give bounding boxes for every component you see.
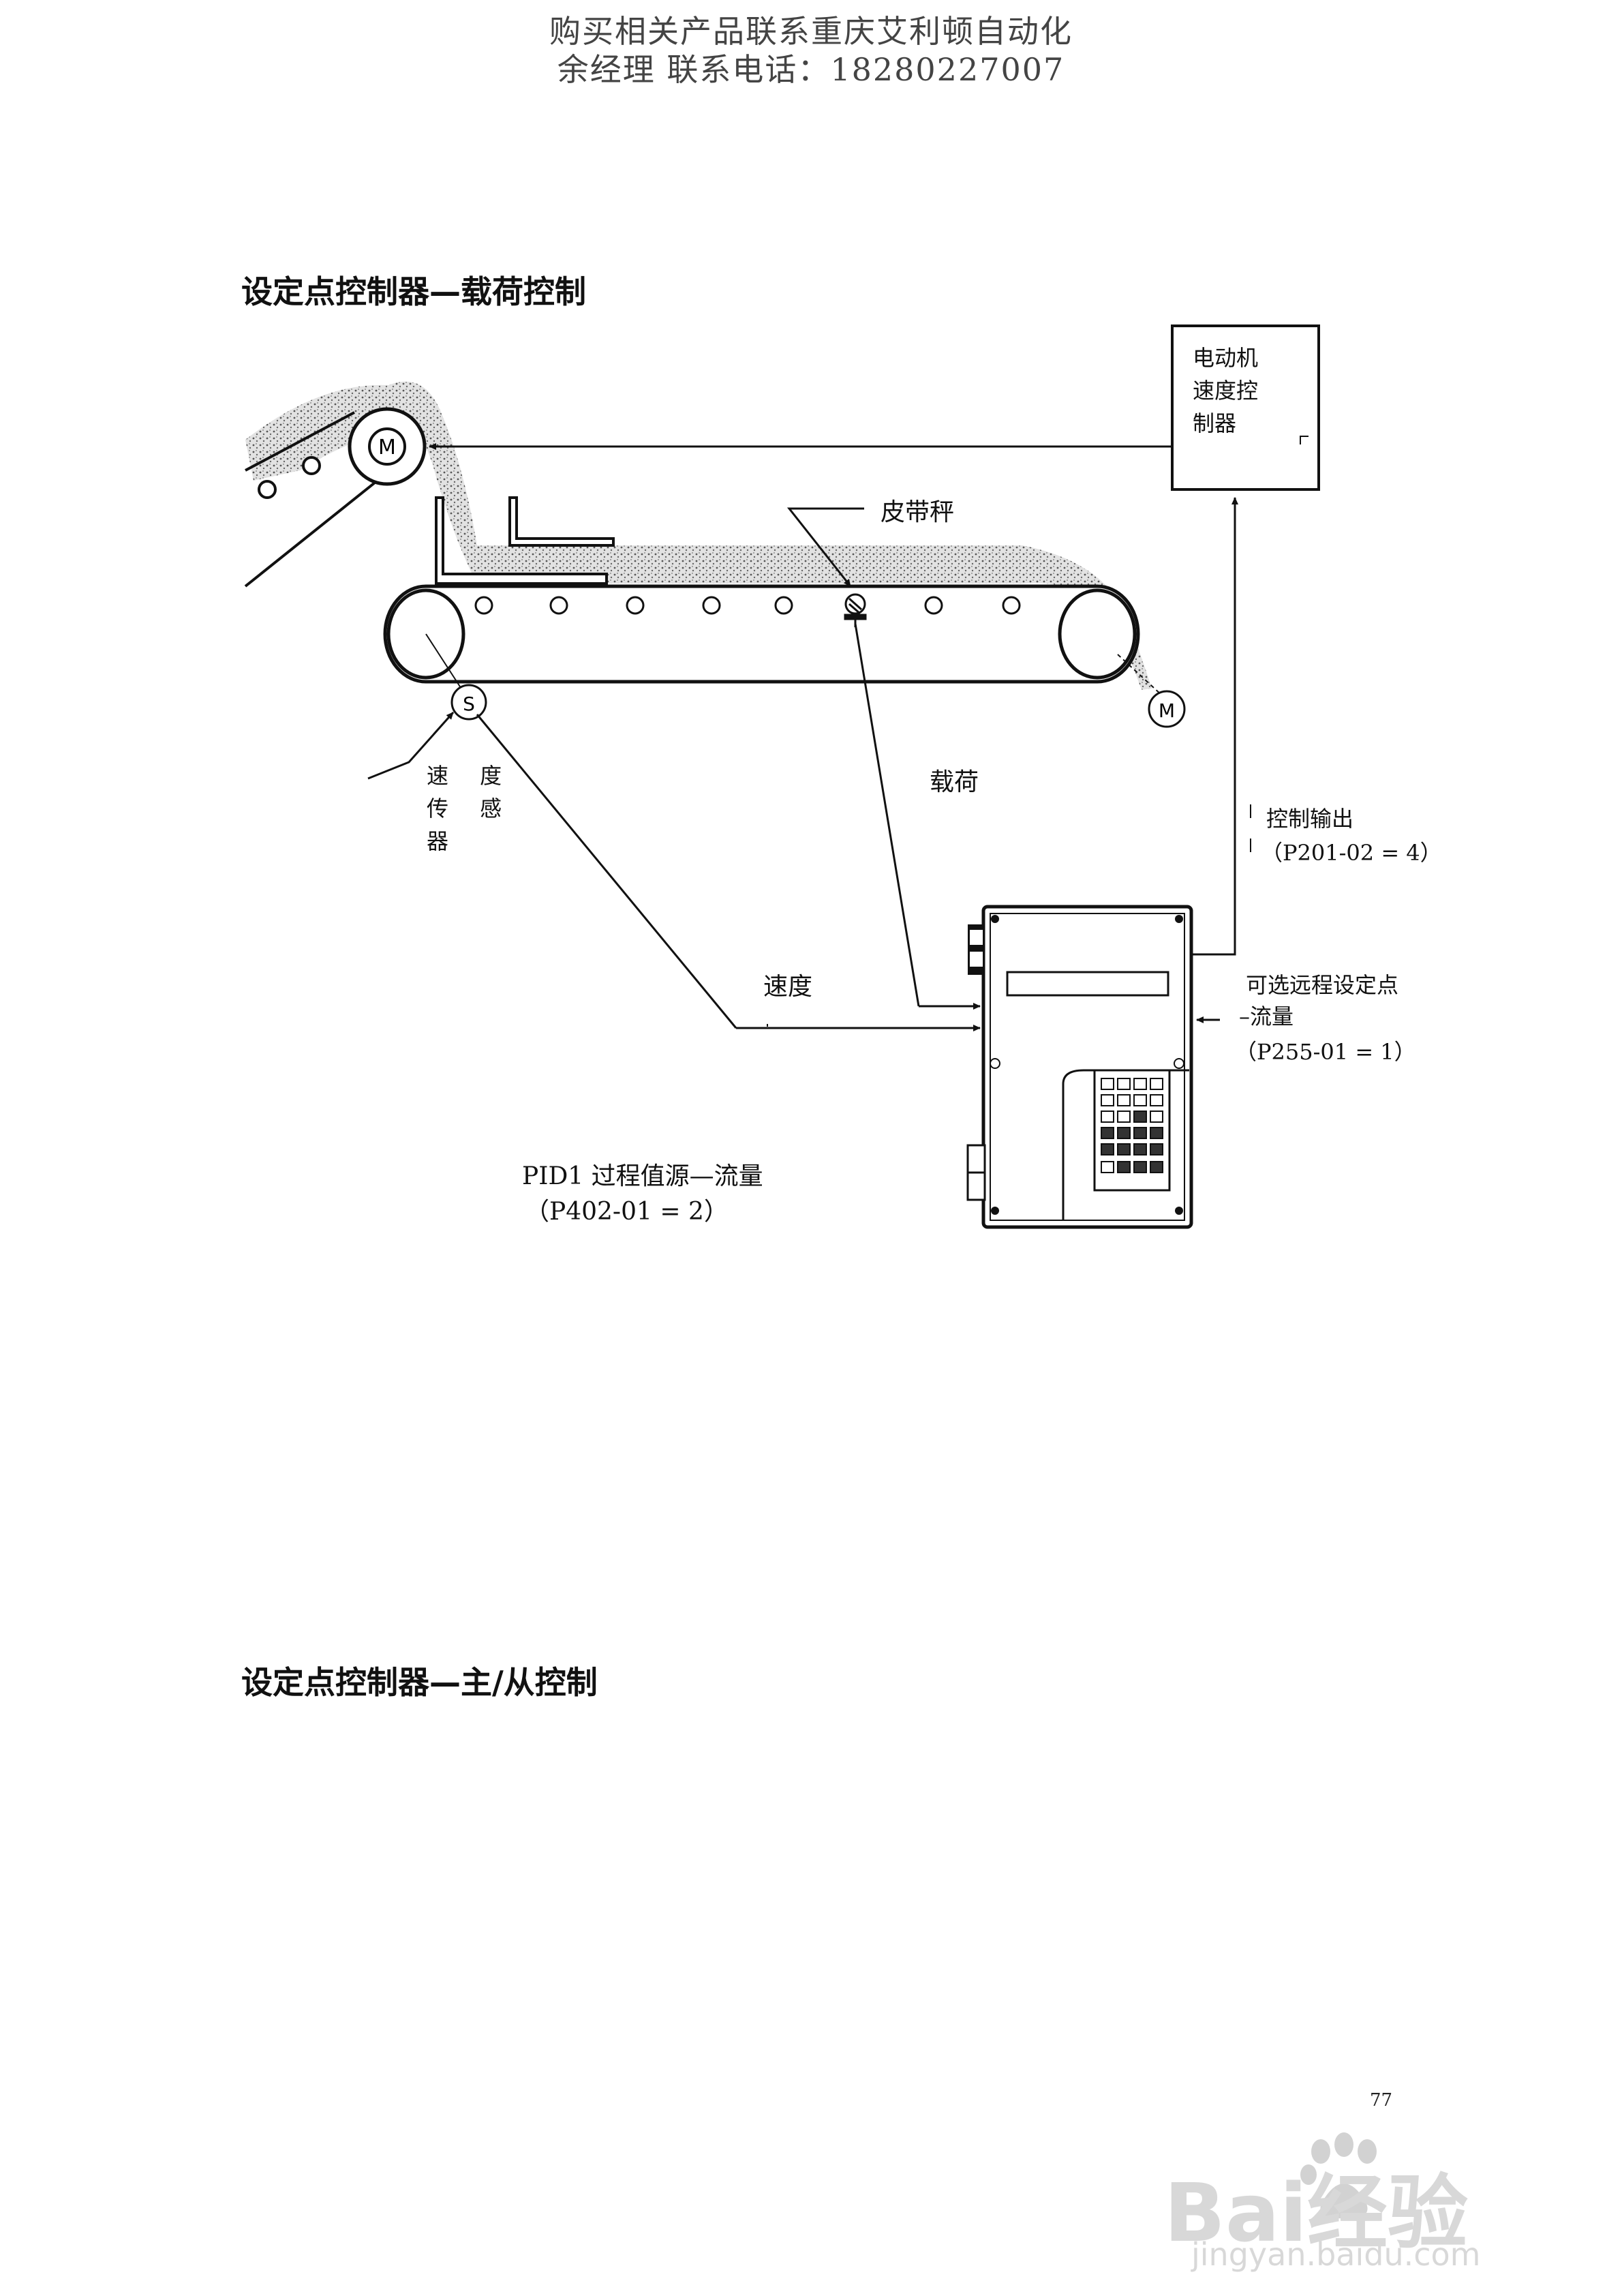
idler-rollers <box>474 596 1021 615</box>
baidu-watermark: Bai经验 jingyan.baidu.com <box>1159 2127 1581 2277</box>
speed-sensor <box>450 684 487 721</box>
weighing-controller-device <box>966 905 1193 1229</box>
motor-controller-label-1: 电动机 <box>1193 345 1259 371</box>
watermark-brand: Bai经验 <box>1164 2166 1469 2260</box>
control-output-label: 控制输出 <box>1266 806 1354 832</box>
feeder-motor-label: M <box>378 436 396 459</box>
load-label: 载荷 <box>930 768 979 796</box>
feeder-motor <box>348 407 427 486</box>
section-title-load-control: 设定点控制器—载荷控制 <box>241 273 586 310</box>
bulk-material <box>245 381 1152 690</box>
page-number: 77 <box>1370 2090 1393 2111</box>
motor-speed-controller <box>1171 324 1320 491</box>
control-output-param: （P201-02 = 4） <box>1261 840 1442 866</box>
belt-scale-label: 皮带秤 <box>881 498 955 526</box>
motor-controller-label-3: 制器 <box>1193 410 1237 436</box>
remote-setpoint-param: （P255-01 = 1） <box>1235 1039 1416 1065</box>
paw-icon <box>1300 2132 1377 2219</box>
remote-setpoint-flow: –流量 <box>1239 1003 1294 1029</box>
speed-sensor-caption-1: 速 度 <box>427 763 515 789</box>
motor-controller-label-2: 速度控 <box>1193 378 1259 404</box>
signal-lines <box>367 443 1238 1031</box>
speed-sensor-caption-2: 传 感 <box>427 796 515 821</box>
conveyor-motor <box>1148 690 1186 728</box>
belt-scale-idler <box>844 593 867 627</box>
keypad <box>1101 1078 1163 1173</box>
speed-label: 速度 <box>763 973 813 1001</box>
pid-source-param: （P402-01 = 2） <box>525 1198 729 1226</box>
skirt-boards <box>435 496 615 585</box>
conveyor-motor-label: M <box>1159 699 1175 722</box>
speed-sensor-label: S <box>463 693 475 715</box>
remote-setpoint-label: 可选远程设定点 <box>1246 972 1399 998</box>
speed-sensor-caption-3: 器 <box>427 828 461 854</box>
header-phone-line: 余经理 联系电话：18280227007 <box>557 51 1065 88</box>
section-title-master-slave: 设定点控制器—主/从控制 <box>241 1664 598 1701</box>
pid-source-label: PID1 过程值源—流量 <box>522 1162 763 1190</box>
inclined-feeder <box>244 411 383 588</box>
main-conveyor <box>383 584 1140 684</box>
watermark-url: jingyan.baidu.com <box>1191 2236 1481 2273</box>
header-contact-line: 购买相关产品联系重庆艾利顿自动化 <box>549 13 1073 50</box>
